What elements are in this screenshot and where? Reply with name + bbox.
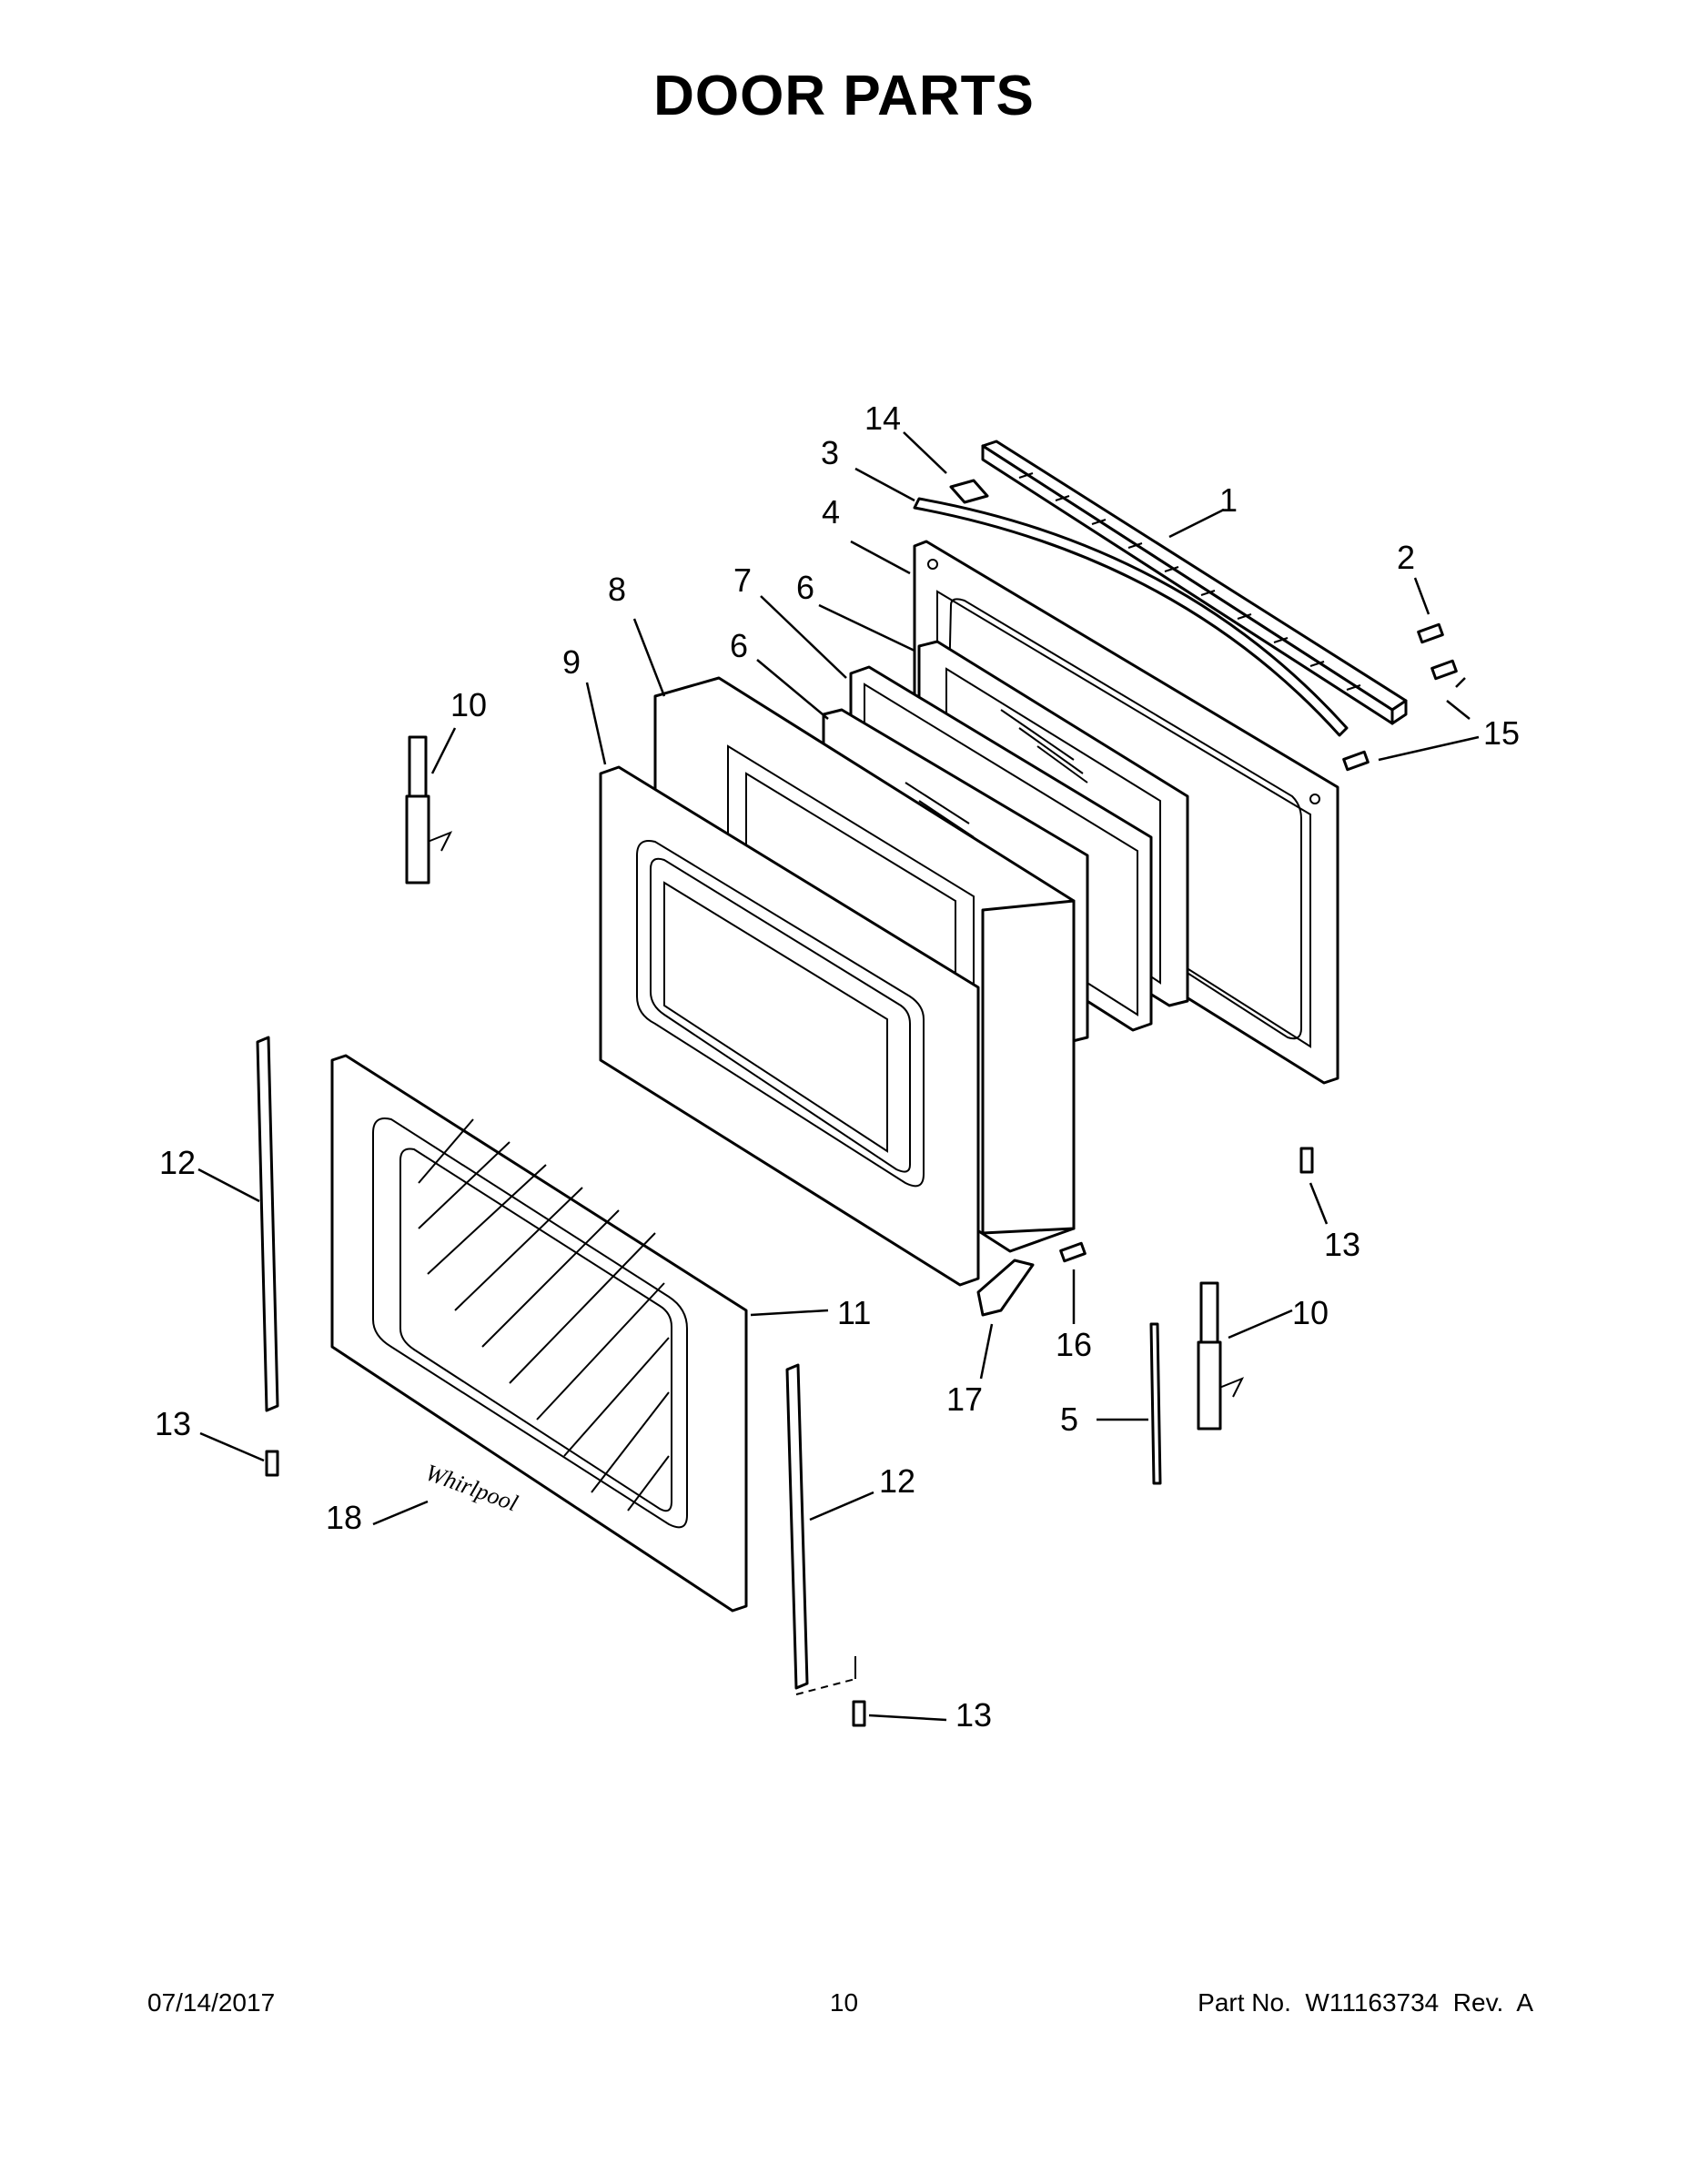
callout-12-right: 12 — [879, 1462, 915, 1500]
callout-9: 9 — [562, 643, 581, 681]
footer-page-number: 10 — [829, 1988, 859, 2017]
callout-4: 4 — [822, 493, 840, 531]
part-11-outer-door: Whirlpool — [330, 1054, 748, 1613]
footer-date: 07/14/2017 — [147, 1988, 276, 2017]
callout-1: 1 — [1219, 481, 1238, 519]
part-1-vent-trim — [981, 440, 1408, 725]
callout-12-left: 12 — [159, 1144, 196, 1181]
callout-10-left: 10 — [450, 686, 487, 723]
screw-icon — [265, 622, 1458, 1727]
callout-18: 18 — [326, 1499, 362, 1536]
part-5-rod — [1149, 1322, 1162, 1485]
callout-2: 2 — [1397, 539, 1415, 576]
callout-5: 5 — [1060, 1400, 1078, 1438]
part-12-trim-left — [256, 1036, 279, 1412]
callout-16: 16 — [1056, 1326, 1092, 1363]
callout-17: 17 — [946, 1380, 983, 1418]
callout-3: 3 — [821, 434, 839, 471]
callout-15: 15 — [1483, 714, 1520, 752]
part-12-trim-right — [785, 1363, 856, 1695]
part-10-hinge-left — [405, 735, 453, 885]
part-9-door-frame — [599, 765, 980, 1287]
page-title: DOOR PARTS — [653, 65, 1035, 127]
callout-7: 7 — [733, 561, 752, 599]
footer-part-number: Part No. W11163734 Rev. A — [1198, 1988, 1533, 2017]
part-14-clip — [949, 479, 989, 504]
part-3-curved-trim — [913, 497, 1349, 737]
part-10-hinge-right — [1197, 1281, 1245, 1431]
callout-13-upper-right: 13 — [1324, 1226, 1360, 1263]
callout-10-right: 10 — [1292, 1294, 1329, 1331]
callout-13-bottom: 13 — [955, 1696, 992, 1734]
callout-14: 14 — [864, 399, 901, 437]
callout-13-left: 13 — [155, 1405, 191, 1442]
part-17-bracket — [976, 1259, 1035, 1317]
callout-8: 8 — [608, 571, 626, 608]
callout-6-upper: 6 — [796, 569, 814, 606]
callout-labels: 14 3 1 4 2 8 7 6 6 9 10 15 12 13 11 16 1… — [155, 399, 1520, 1734]
leader-lines — [197, 431, 1480, 1722]
brand-logo: Whirlpool — [422, 1459, 521, 1516]
callout-11: 11 — [837, 1294, 871, 1331]
callout-6-lower: 6 — [730, 627, 748, 664]
